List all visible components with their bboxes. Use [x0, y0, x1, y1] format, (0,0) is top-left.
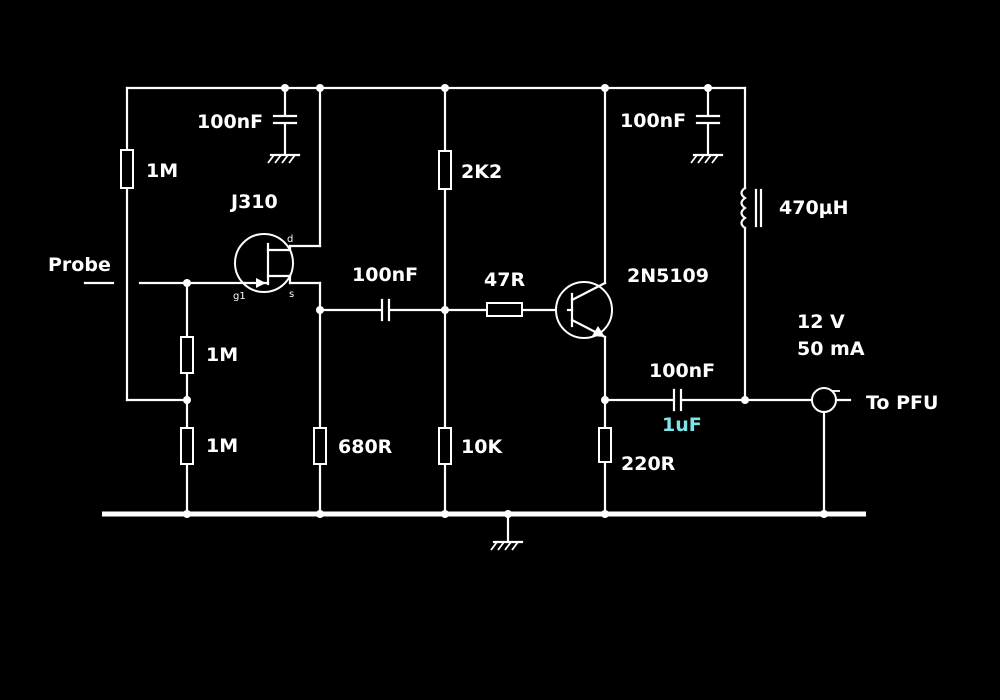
resistor-1m-gate	[180, 336, 194, 374]
label-output: To PFU	[866, 392, 938, 414]
label-pin-d: d	[287, 234, 293, 245]
label-inductor: 470µH	[779, 197, 849, 219]
ground-icon-cap1	[267, 153, 301, 164]
coax-connector-icon	[811, 387, 852, 413]
label-c-output: 100nF	[649, 360, 715, 382]
resistor-47r	[486, 302, 523, 317]
label-r-source: 680R	[338, 436, 393, 458]
jfet-icon	[234, 233, 294, 293]
label-c-out-decouple: 100nF	[620, 110, 686, 132]
resistor-1m-gate-bias	[120, 149, 134, 189]
resistor-2k2	[438, 150, 452, 190]
junction-dots	[183, 84, 828, 518]
bjt-npn-icon	[555, 281, 613, 339]
label-probe: Probe	[48, 254, 111, 276]
label-fet-part: J310	[229, 191, 278, 213]
ground-icon-cap3	[690, 153, 724, 164]
label-c-fet-decouple: 100nF	[197, 111, 263, 133]
label-pin-g: g1	[233, 291, 246, 302]
resistor-10k	[438, 427, 452, 465]
label-supply-voltage: 12 V	[797, 311, 845, 333]
resistor-1m-low	[180, 427, 194, 465]
label-r-base-bottom: 10K	[461, 436, 503, 458]
ground-icon-main	[490, 540, 524, 551]
label-r-emitter: 220R	[621, 453, 676, 475]
label-c-output-alt: 1uF	[662, 414, 702, 436]
resistor-680r	[313, 427, 327, 465]
label-c-couple: 100nF	[352, 264, 418, 286]
label-pin-s: s	[289, 289, 294, 300]
label-bjt-part: 2N5109	[627, 265, 709, 287]
resistor-220r	[598, 427, 612, 463]
label-r-base-top: 2K2	[461, 161, 502, 183]
label-r-gate-bias: 1M	[146, 160, 178, 182]
label-r-gate-low: 1M	[206, 435, 238, 457]
label-r-gate-mid: 1M	[206, 344, 238, 366]
inductor-coil	[740, 186, 747, 230]
label-r-base-series: 47R	[484, 269, 525, 291]
label-supply-current: 50 mA	[797, 338, 865, 360]
